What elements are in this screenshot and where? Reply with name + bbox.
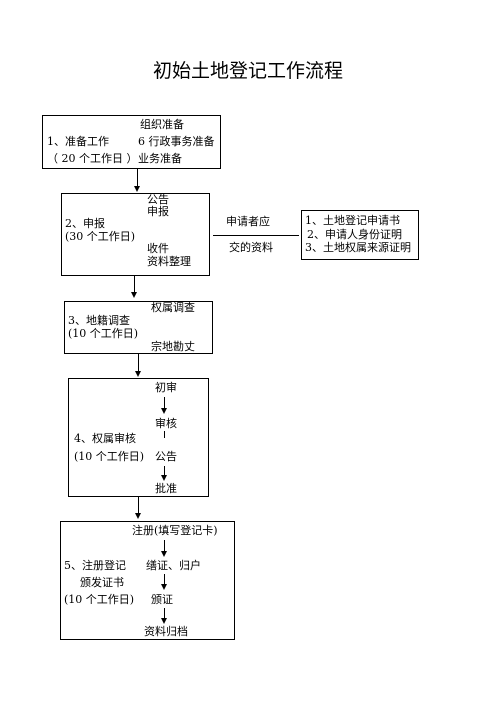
step5-name-2: 颁发证书	[80, 576, 124, 589]
step4-arrow-3-head	[161, 475, 167, 481]
step3-name: 3、地籍调查	[68, 314, 130, 327]
step4-arrow-1	[164, 397, 165, 410]
step5-days: (10 个工作日)	[64, 593, 135, 606]
step3-sub-ownership: 权属调查	[151, 301, 195, 314]
step5-name: 5、注册登记	[64, 559, 126, 572]
step4-days: (10 个工作日)	[74, 450, 145, 463]
step2-sub-receive: 收件	[147, 242, 169, 255]
step4-sub-approve: 批准	[155, 482, 177, 495]
step5-arrow-2	[164, 574, 165, 586]
materials-item-3: 3、土地权属来源证明	[305, 241, 411, 254]
step4-arrow-3	[164, 466, 165, 477]
step2-days: (30 个工作日)	[65, 230, 136, 243]
step5-sub-certify: 缮证、归户	[146, 559, 201, 572]
applicant-connector-line	[213, 235, 299, 236]
step5-sub-issue: 颁证	[151, 593, 173, 606]
step1-right-item-2: 业务准备	[138, 152, 182, 165]
step4-box: 初审 审核 4、权属审核 (10 个工作日) 公告 批准	[68, 378, 209, 497]
materials-item-1: 1、土地登记申请书	[305, 214, 400, 227]
step4-name: 4、权属审核	[74, 432, 136, 445]
step2-sub-declare: 申报	[147, 205, 169, 218]
step3-box: 权属调查 3、地籍调查 (10 个工作日) 宗地勘丈	[64, 301, 213, 354]
step5-arrow-3	[164, 608, 165, 620]
step2-sub-announce: 公告	[147, 193, 169, 206]
materials-box: 1、土地登记申请书 2、申请人身份证明 3、土地权属来源证明	[301, 210, 419, 260]
arrow-1-to-2-head	[134, 186, 140, 192]
step4-sub-announce: 公告	[155, 450, 177, 463]
arrow-2-to-3	[134, 276, 135, 292]
step1-right-item-1: 6 行政事务准备	[138, 135, 215, 148]
step2-name: 2、申报	[65, 217, 105, 230]
step3-sub-survey: 宗地勘丈	[151, 340, 195, 353]
arrow-1-to-2	[137, 169, 138, 186]
step1-box: 组织准备 1、准备工作 （ 20 个工作日 ） 6 行政事务准备 业务准备	[42, 115, 221, 169]
arrow-3-to-4	[138, 354, 139, 371]
step2-box: 公告 申报 2、申报 (30 个工作日) 收件 资料整理	[61, 193, 210, 276]
arrow-2-to-3-head	[131, 292, 137, 298]
step5-sub-archive: 资料归档	[144, 625, 188, 638]
step2-sub-organize: 资料整理	[147, 255, 191, 268]
step4-sub-initial: 初审	[155, 381, 177, 394]
step4-arrow-1-head	[161, 408, 167, 414]
applicant-label-2: 交的资料	[229, 241, 273, 254]
applicant-label-1: 申请者应	[226, 215, 270, 228]
step5-sub-register: 注册(填写登记卡)	[132, 524, 218, 537]
step3-days: (10 个工作日)	[68, 327, 139, 340]
step4-arrow-2	[164, 431, 165, 438]
step5-arrow-1-head	[161, 551, 167, 557]
step5-box: 注册(填写登记卡) 5、注册登记 缮证、归户 颁发证书 (10 个工作日) 颁证…	[60, 521, 235, 640]
step5-arrow-2-head	[161, 584, 167, 590]
step5-arrow-3-head	[161, 618, 167, 624]
page-title: 初始土地登记工作流程	[152, 60, 343, 82]
step1-top-label: 组织准备	[140, 118, 184, 131]
arrow-3-to-4-head	[135, 371, 141, 377]
step1-days: （ 20 个工作日 ）	[47, 152, 138, 165]
materials-item-2: 2、申请人身份证明	[307, 228, 402, 241]
step4-sub-review: 审核	[155, 417, 177, 430]
step5-arrow-1	[164, 540, 165, 553]
step1-name: 1、准备工作	[47, 135, 109, 148]
arrow-4-to-5-head	[135, 513, 141, 519]
arrow-4-to-5	[138, 497, 139, 513]
